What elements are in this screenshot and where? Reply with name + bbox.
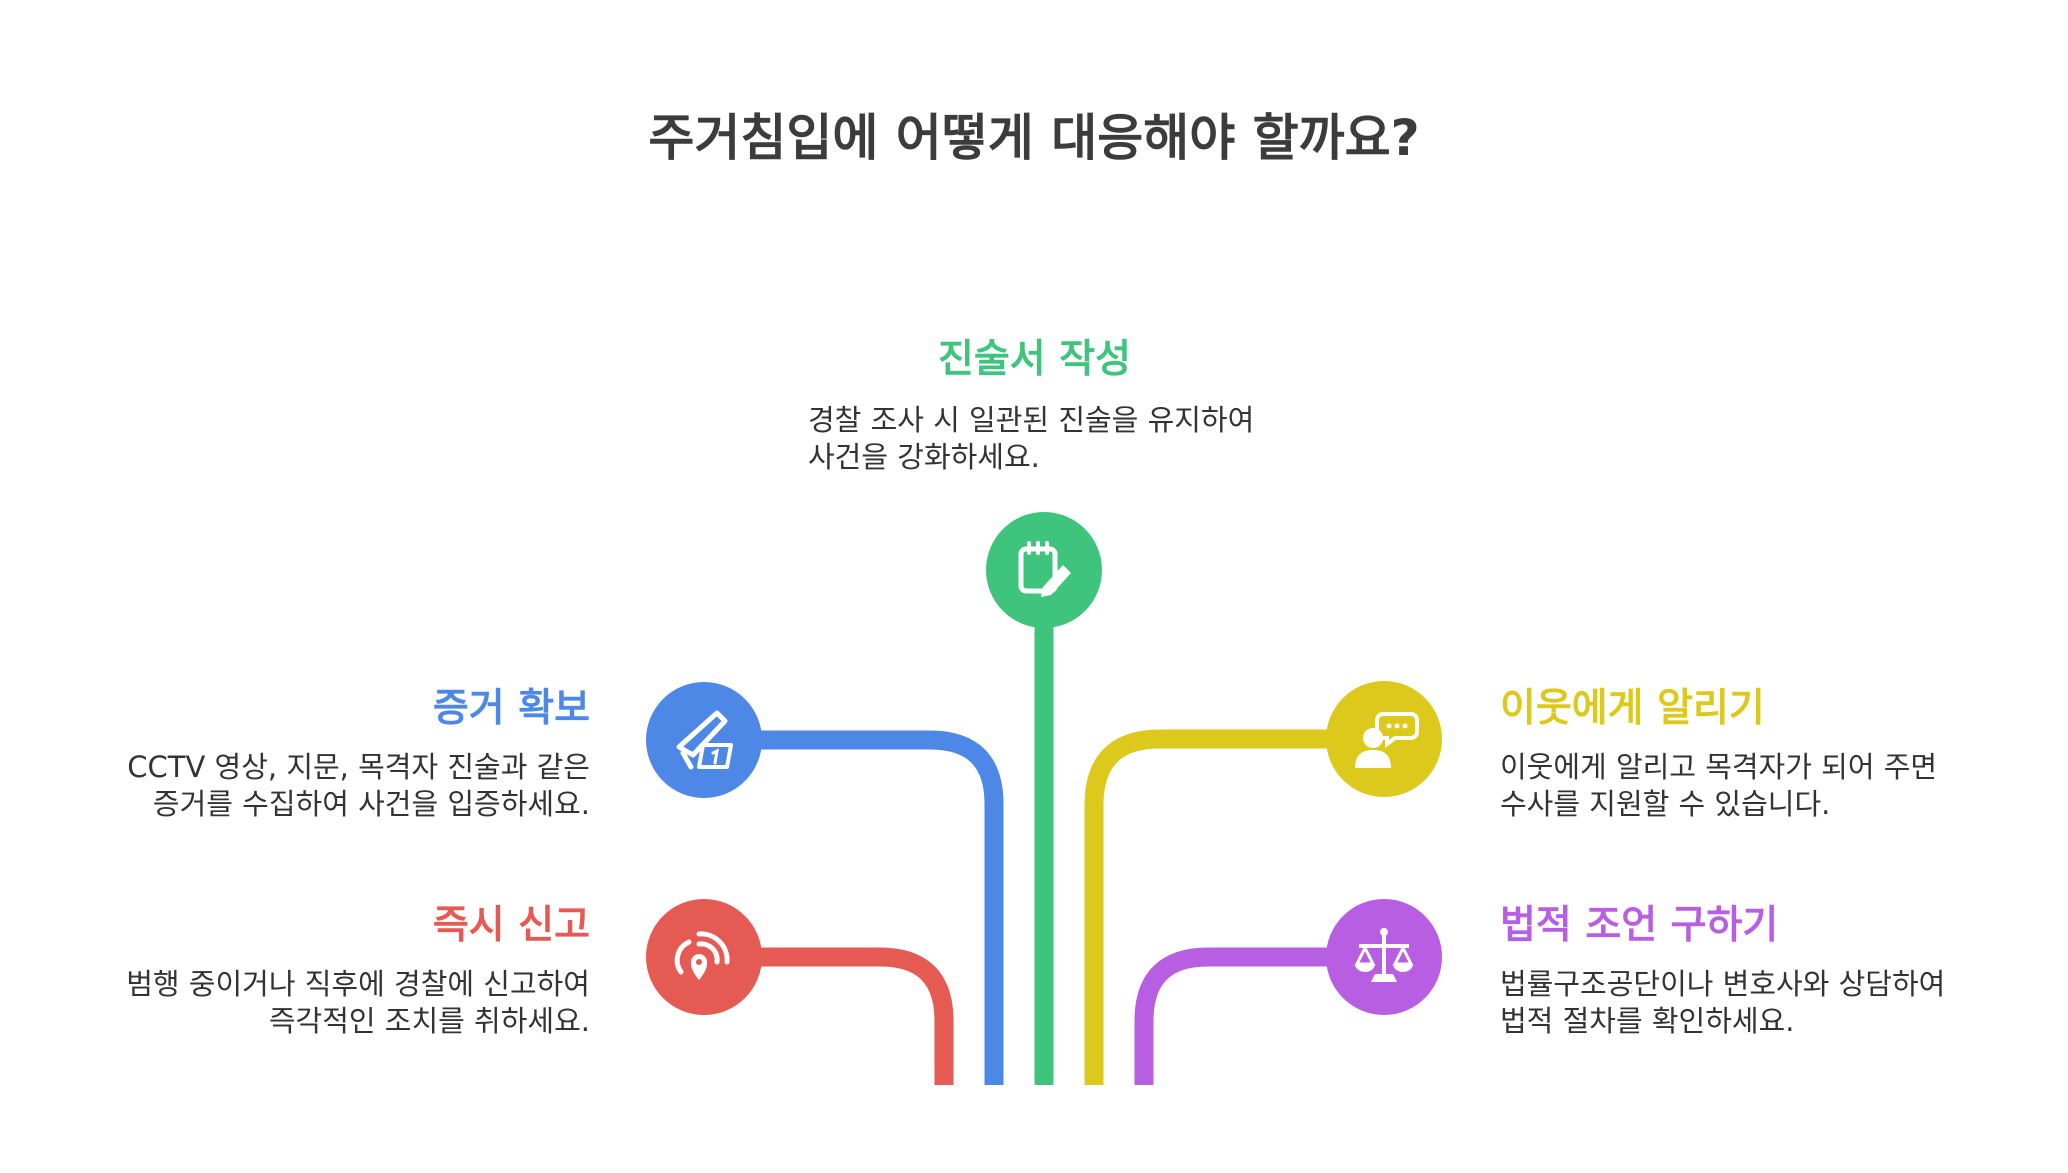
desc-neighbors: 이웃에게 알리고 목격자가 되어 주면 수사를 지원할 수 있습니다. xyxy=(1500,749,1937,823)
desc-line: 범행 중이거나 직후에 경찰에 신고하여 xyxy=(126,967,590,1001)
node-neighbors xyxy=(1326,681,1442,797)
fingerprint-tool-icon xyxy=(676,710,733,770)
desc-line: 법률구조공단이나 변호사와 상담하여 xyxy=(1500,967,1946,1001)
desc-line: CCTV 영상, 지문, 목격자 진술과 같은 xyxy=(127,750,590,784)
desc-report: 범행 중이거나 직후에 경찰에 신고하여 즉각적인 조치를 취하세요. xyxy=(126,966,590,1040)
location-signal-icon xyxy=(674,931,730,980)
heading-legal: 법적 조언 구하기 xyxy=(1500,903,1779,948)
node-statement xyxy=(986,512,1102,628)
heading-report: 즉시 신고 xyxy=(432,903,590,948)
node-report xyxy=(646,899,762,1015)
desc-line: 이웃에게 알리고 목격자가 되어 주면 xyxy=(1500,750,1938,784)
desc-statement: 경찰 조사 시 일관된 진술을 유지하여 사건을 강화하세요. xyxy=(808,402,1254,476)
desc-line: 사건을 강화하세요. xyxy=(808,440,1040,474)
node-evidence xyxy=(646,682,762,798)
node-legal xyxy=(1326,899,1442,1015)
desc-line: 즉각적인 조치를 취하세요. xyxy=(268,1004,590,1038)
heading-neighbors: 이웃에게 알리기 xyxy=(1500,686,1765,731)
heading-evidence: 증거 확보 xyxy=(432,686,590,731)
connector-line-legal xyxy=(1134,947,1330,1085)
person-speech-bubble-icon xyxy=(1355,712,1419,768)
desc-line: 수사를 지원할 수 있습니다. xyxy=(1500,787,1831,821)
connector-line-report xyxy=(760,947,954,1085)
connector-line-neighbors xyxy=(1084,729,1330,1085)
connector-line-evidence xyxy=(760,730,1004,1085)
page-title: 주거침입에 어떻게 대응해야 할까요? xyxy=(648,109,1420,167)
clipboard-pencil-icon xyxy=(1018,541,1071,597)
desc-line: 경찰 조사 시 일관된 진술을 유지하여 xyxy=(808,403,1255,437)
desc-line: 법적 절차를 확인하세요. xyxy=(1500,1004,1795,1038)
scales-of-justice-icon xyxy=(1354,928,1414,982)
desc-line: 증거를 수집하여 사건을 입증하세요. xyxy=(152,787,590,821)
desc-legal: 법률구조공단이나 변호사와 상담하여 법적 절차를 확인하세요. xyxy=(1500,966,1945,1040)
desc-evidence: CCTV 영상, 지문, 목격자 진술과 같은 증거를 수집하여 사건을 입증하… xyxy=(127,749,590,823)
heading-statement: 진술서 작성 xyxy=(938,337,1131,382)
